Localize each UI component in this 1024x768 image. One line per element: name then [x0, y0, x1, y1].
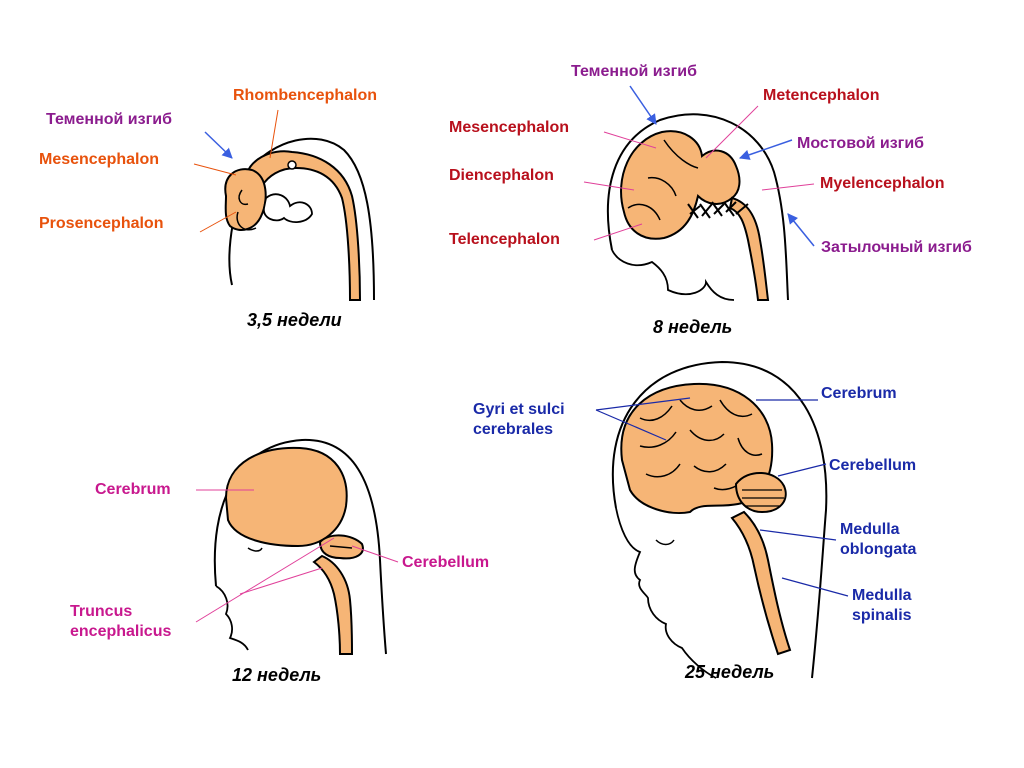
stage2-myelencephalon-label: Myelencephalon	[820, 175, 945, 192]
stage4-cerebellum-label: Cerebellum	[829, 457, 917, 474]
stage4-illustration	[584, 344, 834, 679]
stage4-gyri-label: Gyri et sulci cerebrales	[473, 401, 565, 438]
stage1-leader-lines	[193, 109, 279, 233]
stage2-occipital-flexure-label: Затылочный изгиб	[821, 239, 972, 256]
stage2-parietal-flexure-label: Теменной изгиб	[571, 63, 697, 80]
stage1-caption: 3,5 недели	[247, 310, 342, 330]
stage2-leader-lines	[583, 85, 815, 247]
stage1-mesencephalon-label: Mesencephalon	[39, 151, 160, 168]
stage4-medulla-spinalis-label: Medulla spinalis	[852, 587, 912, 624]
stage1-parietal-flexure-label: Теменной изгиб	[46, 111, 172, 128]
stage3-cerebrum-label: Cerebrum	[95, 481, 171, 498]
stage4-leader-lines	[595, 397, 849, 597]
stage2-diencephalon-label: Diencephalon	[449, 167, 554, 184]
stage2-telencephalon-label: Telencephalon	[449, 231, 560, 248]
stage2-metencephalon-label: Metencephalon	[763, 87, 880, 104]
stage1-rhombencephalon-label: Rhombencephalon	[233, 87, 378, 104]
stage1-illustration	[207, 128, 379, 312]
stage3-truncus-label: Truncus encephalicus	[70, 603, 172, 640]
stage1-prosencephalon-label: Prosencephalon	[39, 215, 164, 232]
stage3-illustration	[198, 426, 402, 655]
stage4-medulla-oblongata-label: Medulla oblongata	[840, 521, 917, 558]
stage4-cerebrum-label: Cerebrum	[821, 385, 897, 402]
stage2-pontine-flexure-label: Мостовой изгиб	[797, 135, 925, 152]
stage4-caption: 25 недель	[685, 662, 775, 682]
stage2-illustration	[595, 112, 811, 310]
stage3-cerebellum-label: Cerebellum	[402, 554, 490, 571]
stage3-caption: 12 недель	[232, 665, 322, 685]
stage2-caption: 8 недель	[653, 317, 733, 337]
stage2-mesencephalon-label: Mesencephalon	[449, 119, 570, 136]
stage3-leader-lines	[195, 489, 399, 623]
